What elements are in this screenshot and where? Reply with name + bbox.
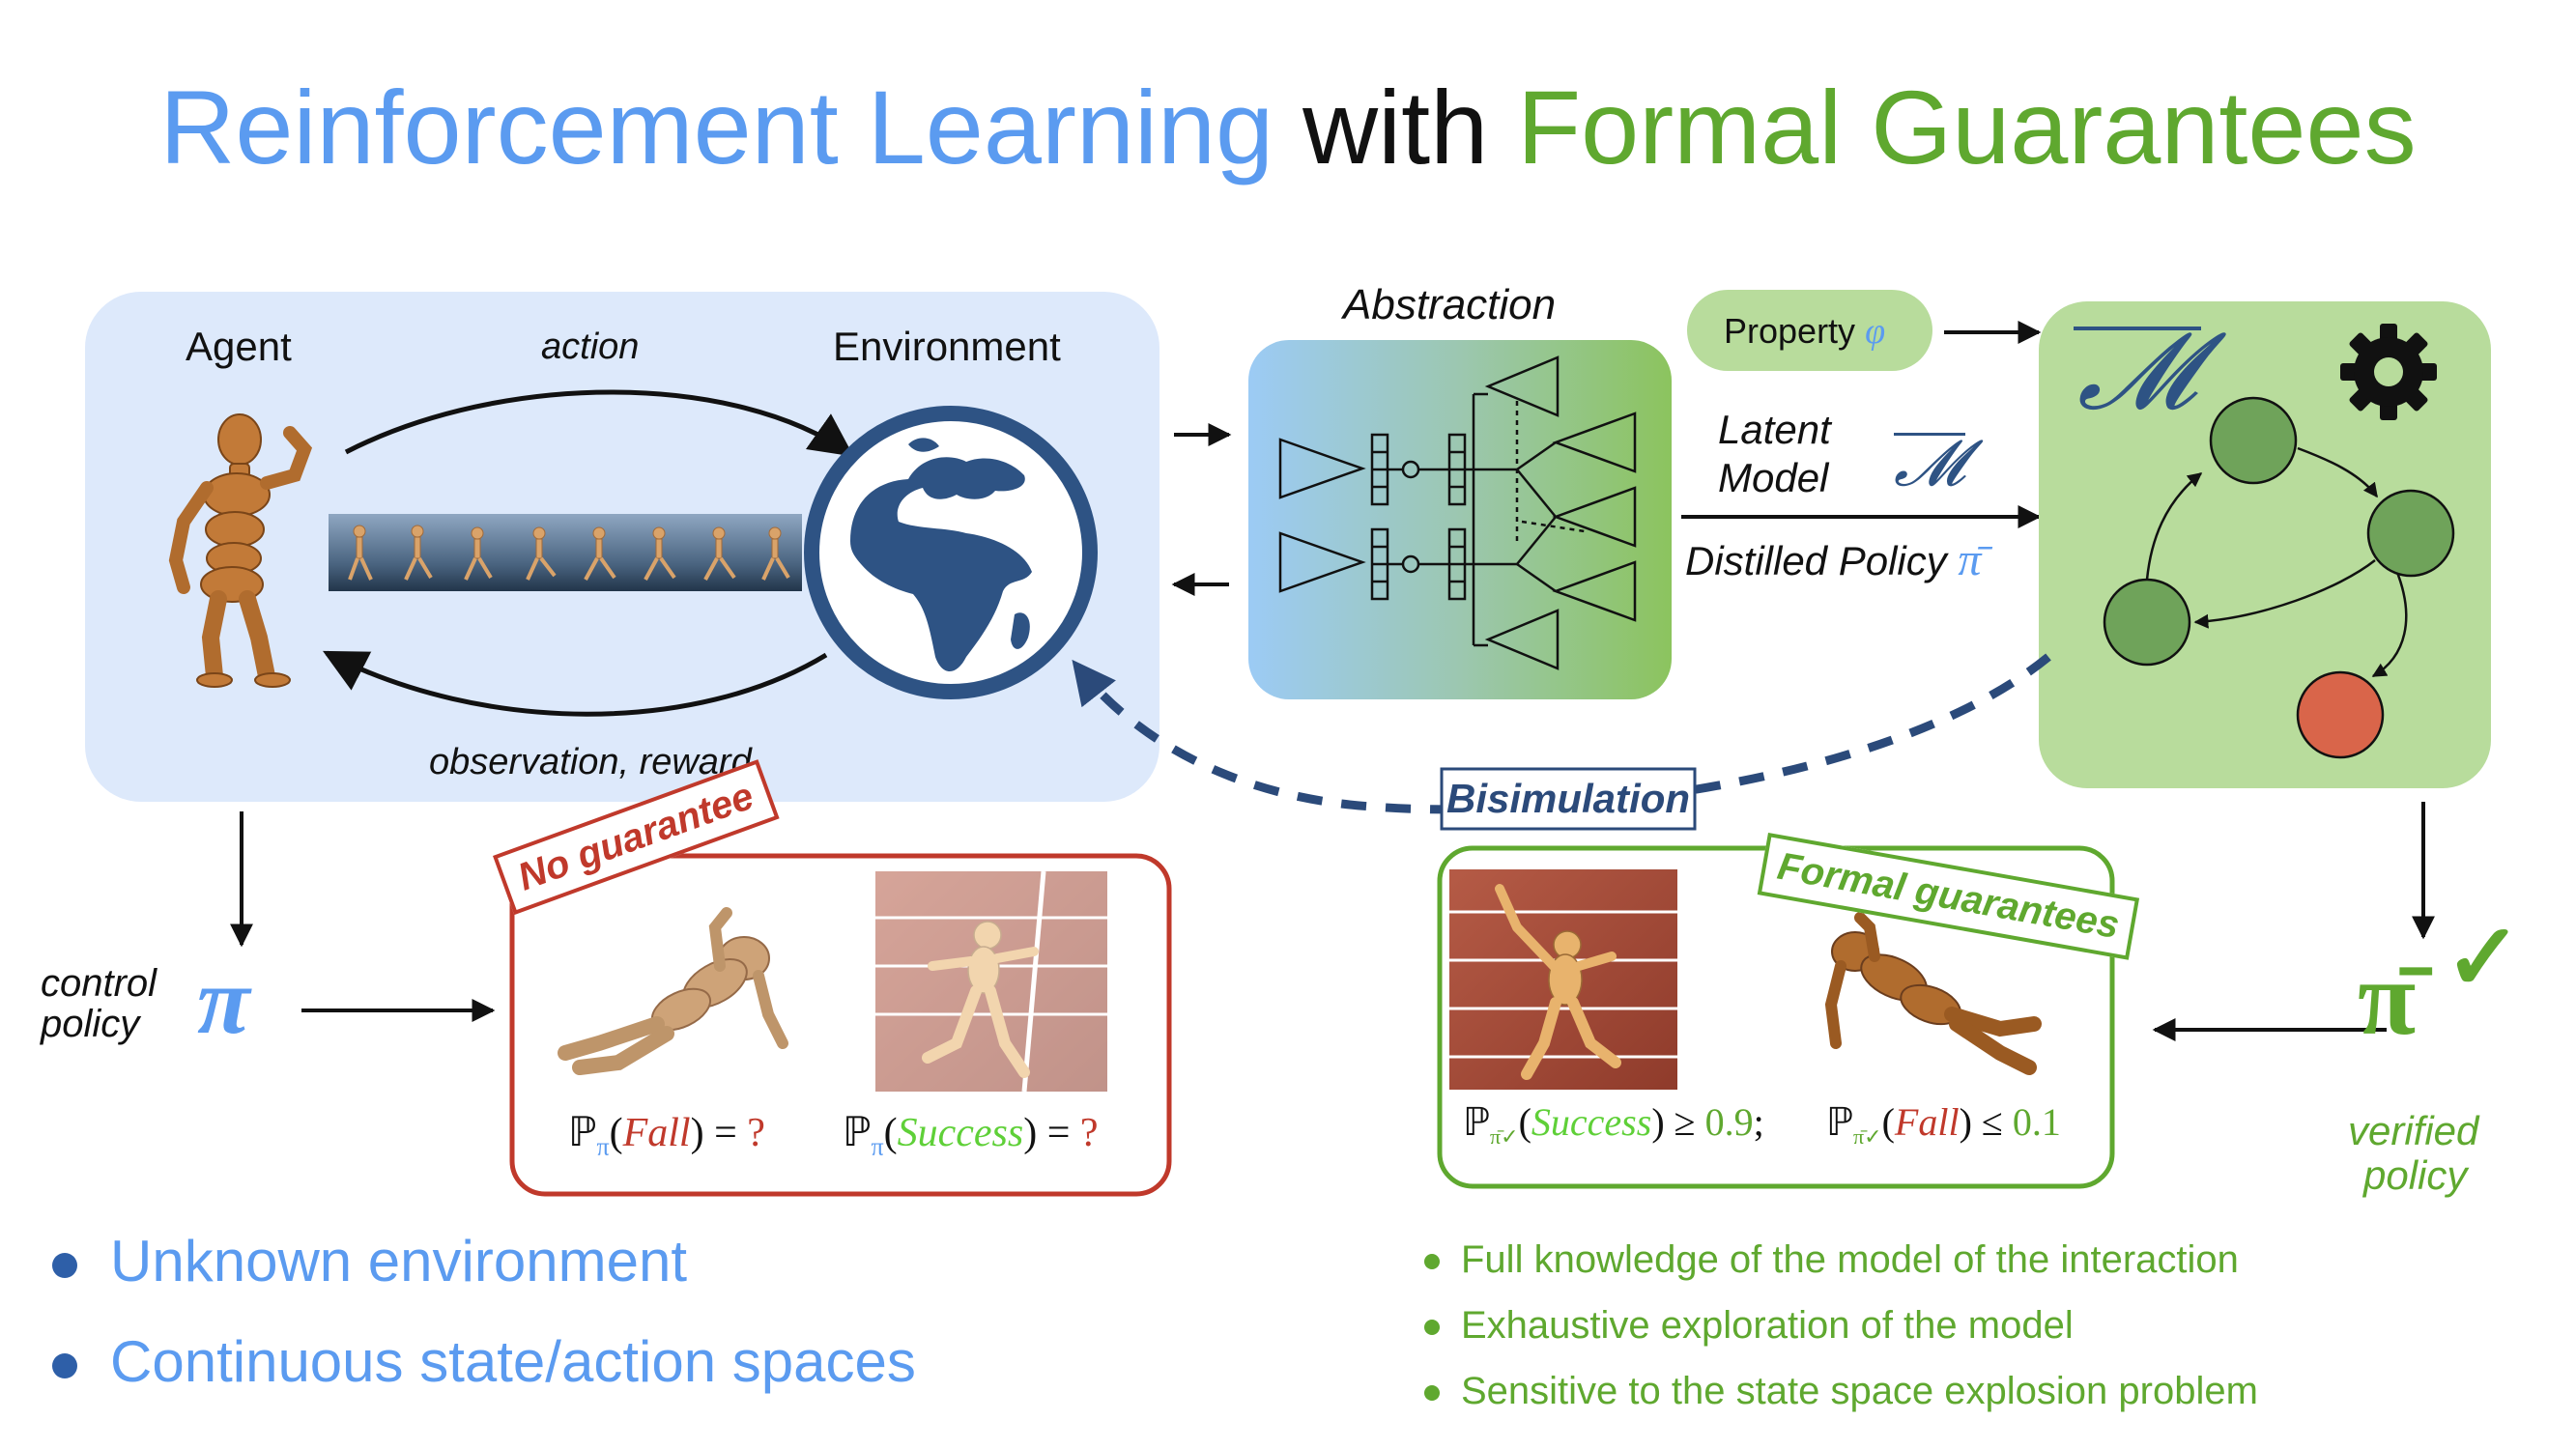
bullet-dot xyxy=(1424,1254,1440,1270)
distilled-policy-label: Distilled Policy π̄ xyxy=(1685,537,1981,583)
title-with: with xyxy=(1274,69,1518,185)
formula-unknown-value: ? xyxy=(1079,1111,1099,1155)
fallen-mannequin-icon xyxy=(1824,912,2042,1075)
formula-relation: ) ≤ xyxy=(1959,1100,2013,1144)
track-image xyxy=(1449,869,1677,1090)
title-rl: Reinforcement Learning xyxy=(159,69,1274,185)
bullet-right-item: Sensitive to the state space explosion p… xyxy=(1424,1372,2258,1410)
model-symbol: 𝓜 xyxy=(2077,313,2197,431)
formula-equals: ) = xyxy=(690,1111,748,1155)
mdp-state xyxy=(2103,578,2191,667)
formula-separator: ; xyxy=(1753,1100,1764,1144)
property-text: Property xyxy=(1724,311,1866,351)
prob-symbol: ℙ xyxy=(1463,1100,1491,1144)
title-formal: Formal Guarantees xyxy=(1517,69,2417,185)
bullet-dot xyxy=(52,1253,77,1279)
track-image-faded xyxy=(875,870,1107,1093)
bullet-dot xyxy=(52,1353,77,1379)
distilled-policy-symbol: π̄ xyxy=(1958,534,1982,585)
formal-fall-formula: ℙπ̄✓(Fall) ≤ 0.1 xyxy=(1826,1100,2061,1149)
property-label: Property φ xyxy=(1724,313,1885,350)
latent-model-symbol: 𝓜 xyxy=(1894,429,1965,499)
formula-equals: ) = xyxy=(1023,1111,1080,1155)
prob-symbol: ℙ xyxy=(568,1111,597,1155)
bullet-left-item: Unknown environment xyxy=(52,1233,687,1291)
bullet-dot xyxy=(1424,1320,1440,1336)
bullet-right-text: Sensitive to the state space explosion p… xyxy=(1461,1370,2258,1412)
bullet-left-text: Continuous state/action spaces xyxy=(110,1329,916,1394)
locomotion-strip xyxy=(329,514,802,591)
no-guarantee-fall-formula: ℙπ(Fall) = ? xyxy=(568,1111,765,1161)
agent-label: Agent xyxy=(186,324,292,369)
verified-policy-symbol: π̄ xyxy=(2358,939,2417,1057)
no-guarantee-success-formula: ℙπ(Success) = ? xyxy=(843,1111,1099,1161)
page-title: Reinforcement Learning with Formal Guara… xyxy=(0,75,2576,180)
event-fall: Fall xyxy=(622,1111,691,1155)
checkmark-icon: ✓ xyxy=(2445,906,2523,1009)
latent-label-line2: Model xyxy=(1718,455,1829,500)
formula-relation: ) ≥ xyxy=(1651,1100,1705,1144)
event-fall: Fall xyxy=(1894,1100,1960,1144)
abstraction-box xyxy=(1248,340,1672,699)
control-policy-line1: control xyxy=(41,962,157,1005)
prob-symbol: ℙ xyxy=(843,1111,872,1155)
bullet-left-text: Unknown environment xyxy=(110,1229,687,1293)
fall-bound: 0.1 xyxy=(2012,1100,2061,1144)
observation-reward-label: observation, reward xyxy=(429,742,752,782)
bullet-right-text: Exhaustive exploration of the model xyxy=(1461,1304,2074,1347)
event-success: Success xyxy=(897,1111,1024,1155)
mdp-state xyxy=(2209,396,2298,485)
wooden-mannequin-icon xyxy=(168,413,313,688)
mdp-graph xyxy=(2103,396,2455,759)
prob-policy-subscript: π xyxy=(871,1132,884,1161)
globe-icon xyxy=(804,406,1098,699)
bullet-right-text: Full knowledge of the model of the inter… xyxy=(1461,1238,2239,1281)
formal-success-formula: ℙπ̄✓(Success) ≥ 0.9; xyxy=(1463,1100,1764,1149)
action-label: action xyxy=(541,327,640,367)
property-phi: φ xyxy=(1865,311,1886,352)
bullet-dot xyxy=(1424,1385,1440,1402)
bullet-right-item: Exhaustive exploration of the model xyxy=(1424,1306,2074,1345)
policy-pi-symbol: π xyxy=(197,947,250,1054)
prob-policy-subscript: π̄✓ xyxy=(1853,1124,1882,1149)
gear-icon xyxy=(2340,324,2437,420)
verified-policy-line2: policy xyxy=(2363,1152,2468,1198)
event-success: Success xyxy=(1531,1100,1652,1144)
bullet-right-item: Full knowledge of the model of the inter… xyxy=(1424,1240,2239,1279)
environment-label: Environment xyxy=(833,324,1061,369)
observation-arrow xyxy=(323,650,828,717)
formula-unknown-value: ? xyxy=(747,1111,765,1155)
mdp-bad-state xyxy=(2296,670,2385,759)
latent-label-line1: Latent xyxy=(1718,407,1831,452)
bisimulation-label: Bisimulation xyxy=(1445,776,1691,821)
property-pill xyxy=(1687,290,1932,371)
neural-network-icon xyxy=(1278,355,1637,670)
verified-policy-line1: verified xyxy=(2348,1108,2479,1153)
control-policy-line2: policy xyxy=(41,1003,140,1045)
abstraction-label: Abstraction xyxy=(1343,281,1557,328)
prob-policy-subscript: π̄✓ xyxy=(1490,1124,1519,1149)
prob-symbol: ℙ xyxy=(1826,1100,1854,1144)
distilled-policy-text: Distilled Policy xyxy=(1685,538,1959,583)
fallen-mannequin-icon xyxy=(558,907,788,1075)
action-arrow xyxy=(344,389,854,457)
bisimulation-box xyxy=(1440,767,1697,831)
mdp-state xyxy=(2366,489,2455,578)
success-bound: 0.9 xyxy=(1704,1100,1754,1144)
bullet-left-item: Continuous state/action spaces xyxy=(52,1333,916,1391)
prob-policy-subscript: π xyxy=(596,1132,610,1161)
